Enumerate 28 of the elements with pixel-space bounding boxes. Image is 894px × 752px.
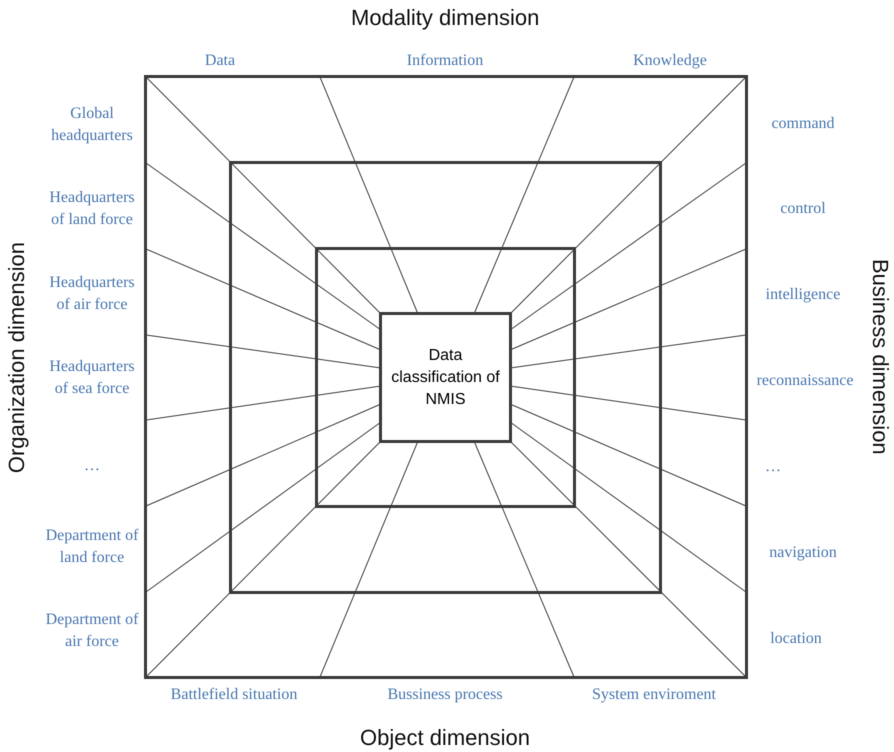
outer-square (144, 75, 748, 679)
category-label: Global headquarters (50, 104, 134, 146)
category-label: Headquarters of sea force (48, 357, 136, 399)
category-label: Department of land force (44, 526, 140, 568)
category-label: intelligence (764, 285, 842, 305)
inner-square (315, 247, 576, 508)
center-box: Data classification of NMIS (379, 312, 512, 443)
category-label: … (83, 456, 101, 476)
category-label: reconnaissance (756, 371, 854, 391)
category-label: Headquarters of air force (48, 273, 136, 315)
dimension-title: Business dimension (867, 259, 893, 455)
category-label: … (764, 457, 782, 477)
middle-square (229, 161, 662, 594)
category-label: Battlefield situation (170, 685, 298, 705)
category-label: control (779, 199, 827, 219)
category-label: location (769, 629, 823, 649)
dimension-title: Object dimension (360, 725, 530, 751)
dimension-title: Modality dimension (351, 5, 540, 31)
dimension-title: Organization dimension (4, 242, 30, 473)
category-label: Headquarters of land force (48, 188, 136, 230)
category-label: Bussiness process (386, 685, 504, 705)
category-label: System enviroment (591, 685, 717, 705)
category-label: Department of air force (44, 610, 140, 652)
category-label: Knowledge (632, 51, 708, 71)
category-label: Data (204, 51, 236, 71)
category-label: command (770, 114, 836, 134)
category-label: navigation (768, 543, 838, 563)
category-label: Information (406, 51, 484, 71)
